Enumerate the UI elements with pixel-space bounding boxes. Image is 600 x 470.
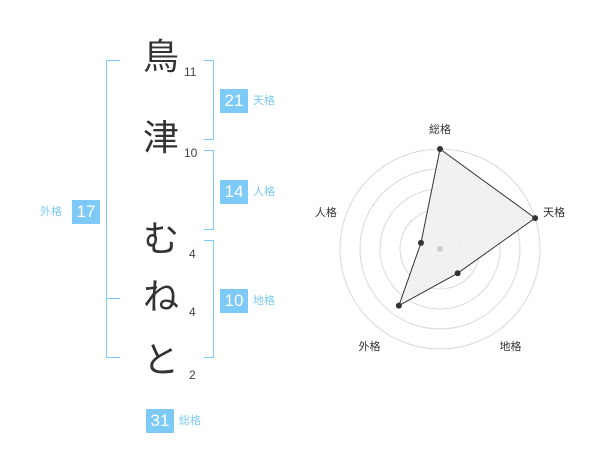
- gaikaku-value: 17: [72, 200, 100, 224]
- stroke-count-2: 10: [184, 146, 198, 160]
- tenkaku-bracket: [204, 60, 214, 140]
- radar-point-2: [532, 215, 539, 222]
- radar-point-5: [417, 239, 424, 246]
- radar-axis-label-5: 人格: [315, 205, 337, 219]
- radar-point-4: [395, 302, 402, 309]
- tenkaku-label: 天格: [253, 94, 275, 107]
- chikaku-value: 10: [220, 289, 248, 313]
- soukaku-value: 31: [146, 409, 174, 433]
- radar-axis-label-3: 地格: [500, 339, 522, 353]
- radar-axis-label-2: 天格: [543, 205, 565, 219]
- radar-axis-label-1: 総格: [429, 122, 451, 136]
- tenkaku-value: 21: [220, 89, 248, 113]
- gaikaku-label: 外格: [40, 205, 62, 218]
- soukaku-label: 総格: [179, 414, 201, 427]
- stroke-count-4: 4: [189, 305, 196, 319]
- stroke-count-5: 2: [189, 368, 196, 382]
- chikaku-label: 地格: [253, 294, 275, 307]
- name-char-1: 鳥: [143, 37, 180, 78]
- name-char-4: ね: [143, 277, 180, 318]
- radar-point-3: [454, 270, 461, 277]
- jinkaku-value: 14: [220, 180, 248, 204]
- stroke-count-1: 11: [184, 65, 197, 79]
- radar-center-dot: [437, 246, 443, 252]
- name-char-2: 津: [143, 118, 180, 159]
- chikaku-bracket: [204, 240, 214, 358]
- stroke-count-3: 4: [189, 247, 196, 261]
- name-char-3: む: [143, 219, 180, 260]
- jinkaku-label: 人格: [253, 185, 275, 198]
- radar-point-1: [437, 146, 443, 152]
- name-char-5: と: [143, 340, 180, 381]
- radar-polygon: [397, 148, 536, 307]
- gaikaku-bracket-tick: [106, 298, 120, 299]
- jinkaku-bracket: [204, 150, 214, 230]
- gaikaku-bracket: [106, 60, 120, 358]
- radar-axis-label-4: 外格: [359, 339, 381, 353]
